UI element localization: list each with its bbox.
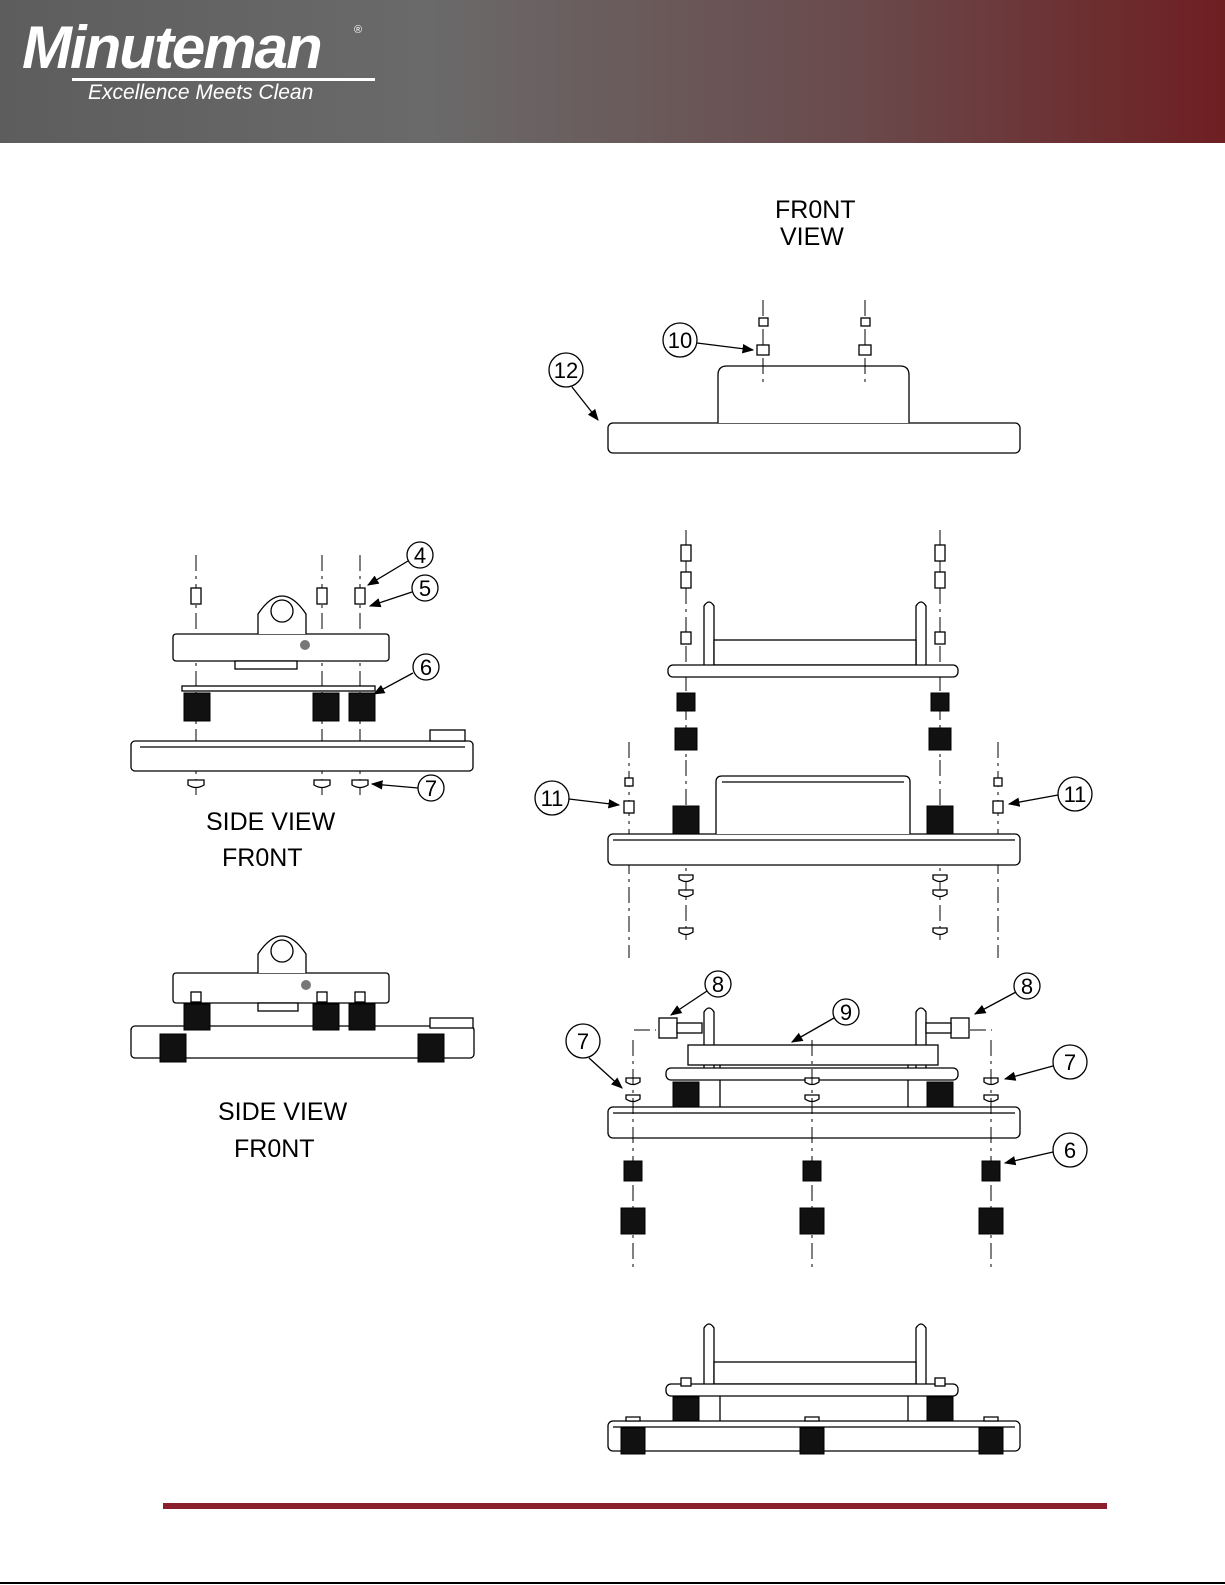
side-view-2-title-line2: FR0NT: [234, 1135, 315, 1163]
callout-9: 9: [792, 999, 859, 1042]
callout-7a: 7: [372, 775, 444, 801]
front-view-title-line1: FR0NT: [775, 196, 856, 224]
svg-text:11: 11: [541, 786, 564, 811]
callout-11a: 11: [535, 781, 619, 815]
svg-text:8: 8: [712, 972, 724, 997]
front-view-title-line2: VIEW: [780, 223, 844, 251]
lower-exploded-assembly: [608, 1008, 1020, 1270]
callout-11b: 11: [1009, 777, 1092, 811]
side-view-1-title-line2: FR0NT: [222, 844, 303, 872]
svg-text:4: 4: [414, 543, 426, 568]
side-view-2-title-line1: SIDE VIEW: [218, 1098, 348, 1126]
callout-10: 10: [663, 323, 753, 357]
svg-text:7: 7: [577, 1029, 589, 1054]
svg-text:8: 8: [1021, 974, 1033, 999]
svg-text:12: 12: [554, 358, 578, 383]
svg-text:10: 10: [668, 328, 692, 353]
callout-7b: 7: [566, 1024, 622, 1088]
footer-rule: [163, 1503, 1107, 1509]
side-view-2-assembly: [131, 936, 474, 1062]
page-bottom-border: [0, 1582, 1225, 1584]
base-plate: [608, 423, 1020, 453]
svg-text:7: 7: [1064, 1050, 1076, 1075]
svg-text:6: 6: [420, 655, 432, 680]
callout-8b: 8: [975, 973, 1040, 1014]
raised-housing: [718, 366, 909, 423]
middle-base-assembly: [608, 742, 1020, 958]
svg-text:6: 6: [1064, 1138, 1076, 1163]
callout-12: 12: [549, 353, 598, 420]
upper-bracket-assembly: [668, 530, 958, 760]
svg-text:11: 11: [1064, 782, 1087, 807]
side-view-1-title-line1: SIDE VIEW: [206, 808, 336, 836]
bottom-assembled-view: [608, 1324, 1020, 1454]
callout-7c: 7: [1005, 1045, 1087, 1079]
callout-5: 5: [370, 575, 438, 606]
svg-text:5: 5: [419, 576, 431, 601]
svg-text:9: 9: [840, 1000, 852, 1025]
svg-text:7: 7: [425, 776, 437, 801]
front-view-assembly: [608, 300, 1020, 453]
callout-8a: 8: [671, 971, 731, 1015]
